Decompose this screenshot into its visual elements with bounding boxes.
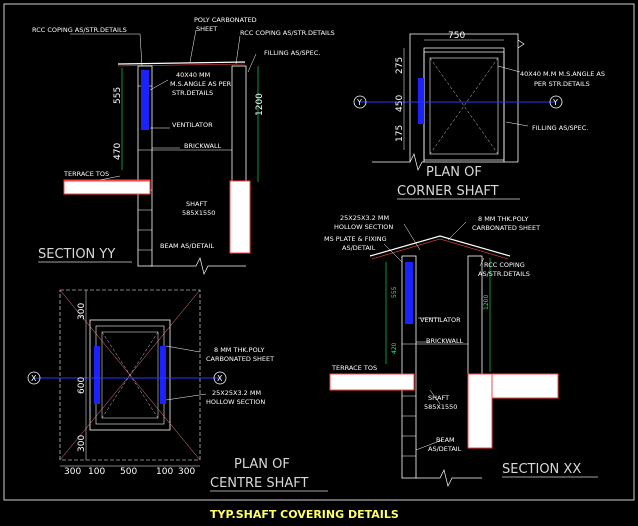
label-hollow-centre-1: 25X25X3.2 MM	[212, 389, 261, 397]
slab-right-xx	[491, 373, 559, 399]
dim-yy-lower: 470	[113, 143, 123, 160]
title-corner-line2: CORNER SHAFT	[397, 184, 499, 199]
axis-y-label-right: Y	[552, 98, 558, 107]
label-ventilator-xx: VENTILATOR	[420, 316, 461, 324]
label-beam-yy: BEAM AS/DETAIL	[160, 242, 214, 250]
beam-xx	[467, 373, 493, 449]
label-poly-centre-1: 8 MM THK.POLY	[214, 346, 264, 354]
label-filling-corner: FILLING AS/SPEC.	[532, 124, 588, 132]
dim-corner-450: 450	[395, 95, 405, 112]
label-shaft-yy-2: 585X1550	[182, 209, 215, 217]
label-poly-xx-2: CARBONATED SHEET	[472, 224, 540, 232]
label-shaft-xx-1: SHAFT	[428, 394, 449, 402]
dim-centre-left-1: 300	[77, 303, 87, 320]
label-brickwall-xx: BRICKWALL	[426, 337, 464, 345]
dim-xx-total: 1200	[483, 295, 490, 310]
axis-y-label-left: Y	[356, 98, 362, 107]
label-poly-sheet-yy-2: SHEET	[196, 25, 217, 33]
centre-shaft-plan: X X 300 600 300 300 100 500 100 300 8 MM…	[27, 289, 328, 492]
beam-yy	[229, 180, 251, 254]
main-title: TYP.SHAFT COVERING DETAILS	[210, 508, 399, 521]
label-brickwall-yy: BRICKWALL	[184, 142, 222, 150]
terrace-slab-yy	[63, 179, 151, 195]
dim-corner-275: 275	[395, 57, 405, 74]
label-rcc-coping-right: RCC COPING AS/STR.DETAILS	[240, 29, 335, 37]
angle-blue-corner	[418, 78, 424, 124]
dim-yy-upper: 555	[113, 87, 123, 104]
title-centre-line1: PLAN OF	[234, 457, 290, 472]
label-terrace-yy: TERRACE TOS	[63, 170, 109, 178]
title-centre-line2: CENTRE SHAFT	[210, 476, 309, 491]
label-rcc-coping-left: RCC COPING AS/STR.DETAILS	[32, 26, 127, 34]
label-terrace-xx: TERRACE TOS	[331, 364, 377, 372]
axis-x-label-left: X	[31, 374, 37, 383]
label-ventilator-yy: VENTILATOR	[172, 121, 213, 129]
label-hollow-centre-2: HOLLOW SECTION	[206, 398, 265, 406]
label-hollow-xx-1: 25X25X3.2 MM	[340, 214, 389, 222]
label-angle-corner-1: 40X40 M.M M.S.ANGLE AS	[520, 70, 605, 78]
angle-blue-centre-left	[94, 346, 100, 404]
dim-centre-bottom-3: 500	[120, 467, 137, 477]
dim-centre-bottom-1: 300	[64, 467, 81, 477]
label-angle-yy-3: STR.DETAILS	[172, 89, 213, 97]
corner-shaft-plan: Y Y 750 275 450 175 40X40 M.M M.S.ANGLE …	[353, 31, 605, 200]
section-xx: 555 420 1200 25X25X3.2 MM HOLLOW SECTION…	[324, 214, 598, 488]
label-rcc-xx-1: RCC COPING	[484, 261, 525, 269]
section-yy: 555 470 1200 RCC COPING AS/STR.DETAILS P…	[32, 16, 335, 276]
dim-yy-total: 1200	[255, 93, 265, 116]
dim-corner-175: 175	[395, 125, 405, 142]
axis-x-label-right: X	[217, 374, 223, 383]
dim-centre-bottom-2: 100	[88, 467, 105, 477]
label-angle-yy-1: 40X40 MM	[176, 71, 210, 79]
drawing-frame	[3, 3, 635, 501]
label-shaft-yy-1: SHAFT	[186, 200, 207, 208]
title-section-yy: SECTION YY	[38, 247, 115, 262]
label-angle-yy-2: M.S.ANGLE AS PER	[170, 80, 232, 88]
label-shaft-xx-2: 585X1550	[424, 403, 457, 411]
dim-xx-lower: 420	[391, 342, 398, 354]
dim-centre-left-3: 300	[77, 435, 87, 452]
ventilator-blue-xx	[405, 262, 413, 324]
label-beam-xx-1: BEAM	[436, 436, 455, 444]
label-beam-xx-2: AS/DETAIL	[428, 445, 462, 453]
terrace-slab-xx	[329, 373, 415, 391]
dim-xx-upper: 555	[391, 286, 398, 298]
label-hollow-xx-2: HOLLOW SECTION	[334, 223, 393, 231]
label-poly-centre-2: CARBONATED SHEET	[206, 355, 274, 363]
title-corner-line1: PLAN OF	[426, 165, 482, 180]
label-poly-sheet-yy-1: POLY CARBONATED	[194, 16, 257, 24]
dim-centre-bottom-5: 300	[178, 467, 195, 477]
dim-centre-bottom-4: 100	[156, 467, 173, 477]
label-plate-xx-2: AS/DETAIL	[342, 244, 376, 252]
label-rcc-xx-2: AS/STR.DETAILS	[478, 270, 530, 278]
angle-blue-centre-right	[160, 346, 166, 404]
label-plate-xx-1: MS PLATE & FIXING	[324, 235, 387, 243]
label-filling-yy: FILLING AS/SPEC.	[264, 49, 320, 57]
title-section-xx: SECTION XX	[502, 462, 581, 477]
ventilator-blue-yy	[141, 70, 149, 130]
label-angle-corner-2: PER STR.DETAILS	[534, 80, 590, 88]
dim-corner-top: 750	[448, 31, 465, 41]
label-poly-xx-1: 8 MM THK.POLY	[478, 215, 528, 223]
dim-centre-left-2: 600	[77, 377, 87, 394]
